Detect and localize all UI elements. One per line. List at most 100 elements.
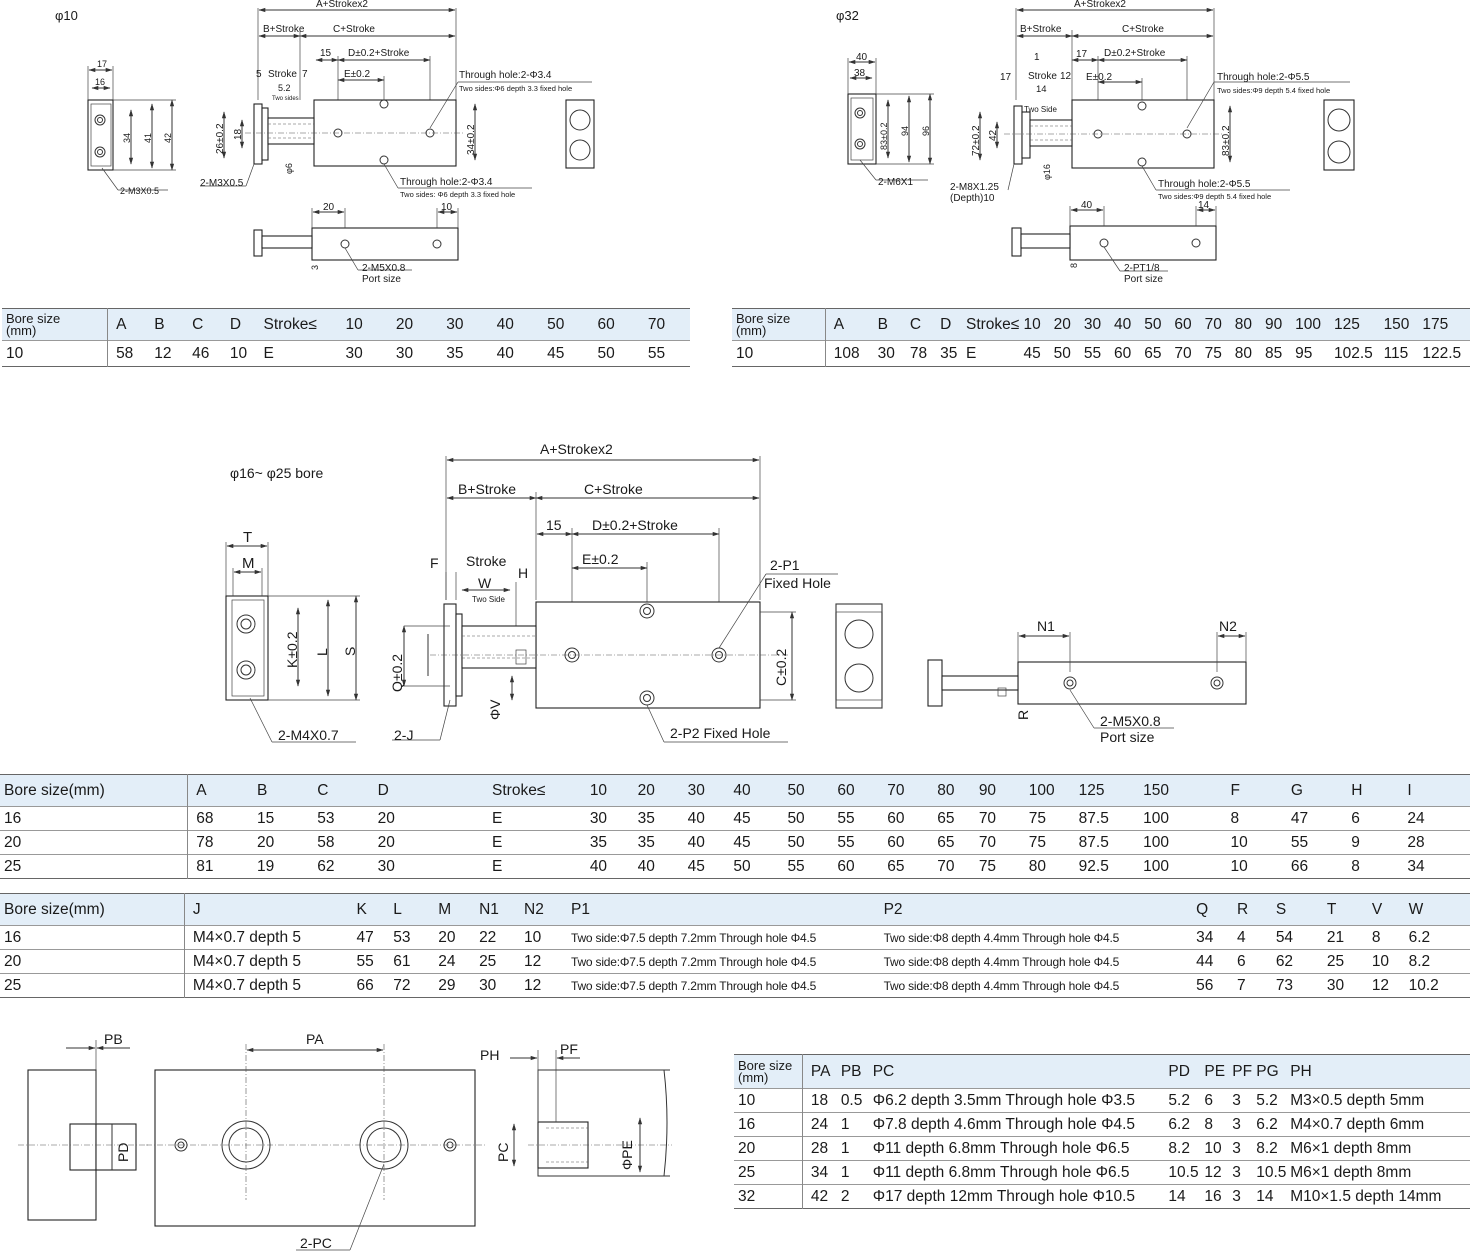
svg-text:Two sides:Φ6 depth 3.3 fixed h: Two sides:Φ6 depth 3.3 fixed hole [459,84,572,93]
table-cell: 35 [637,806,688,831]
table-cell: 9 [1351,830,1408,855]
svg-text:14: 14 [1198,200,1210,211]
table-cell: 8 [1230,806,1291,831]
svg-text:D±0.2+Stroke: D±0.2+Stroke [592,517,678,533]
table-cell: 87.5 [1078,830,1144,855]
table-cell: 108 [825,340,878,367]
table-cell: 70 [1174,340,1205,367]
table-cell: 55 [837,806,888,831]
table-cell: 8.2 [1408,949,1470,974]
table-cell: 100 [1028,774,1079,807]
svg-text:17: 17 [1000,72,1012,83]
table-cell: 30 [589,806,638,831]
table-cell: 28 [802,1136,841,1161]
table-cell: 25 [1326,949,1372,974]
svg-text:20: 20 [323,202,335,213]
table-cell: 50 [787,774,838,807]
table-cell: 1 [840,1136,873,1161]
table-cell: 175 [1422,308,1470,341]
table-cell: PG [1256,1054,1291,1089]
table-cell: 81 [187,854,257,879]
table-cell: 12 [1204,1160,1233,1185]
table-cell: 75 [1028,806,1079,831]
svg-text:Port size: Port size [362,274,401,285]
table-cell: 15 [256,806,318,831]
svg-text:8: 8 [1069,263,1079,268]
table-cell: M4×0.7 depth 5 [184,949,357,974]
drawing-bore-32: φ32 40 38 83±0.2 94 96 2-M6X1 A+Strokex2… [836,0,1355,285]
svg-text:94: 94 [900,126,910,136]
table-cell: 60 [887,830,938,855]
table-cell: 12 [154,340,193,367]
svg-text:Fixed Hole: Fixed Hole [764,575,831,591]
svg-text:B+Stroke: B+Stroke [1020,24,1062,35]
table-cell: 10 [345,308,396,341]
table-cell: 90 [1264,308,1296,341]
table-cell: PD [1168,1054,1205,1089]
svg-text:N2: N2 [1219,618,1237,634]
table-cell: M6×1 depth 8mm [1290,1136,1470,1161]
table-cell: 66 [1290,854,1352,879]
table-cell: 20 [438,925,480,950]
svg-text:Through hole:2-Φ3.4: Through hole:2-Φ3.4 [459,70,552,81]
table-cell: 1 [840,1112,873,1137]
svg-text:Q±0.2: Q±0.2 [389,654,405,692]
table-cell: N1 [479,893,524,926]
table-cell: D [940,308,966,341]
table-cell: 3 [1232,1088,1257,1113]
svg-text:Port size: Port size [1124,274,1163,285]
table-cell: 16 [1204,1184,1233,1209]
table-cell: 54 [1275,925,1327,950]
table-cell: 16 [0,806,189,831]
table-cell: 30 [395,340,447,367]
table-cell: 85 [1264,340,1296,367]
table-cell: 12 [524,949,571,974]
table-cell: Two side:Φ8 depth 4.4mm Through hole Φ4.… [883,973,1197,998]
table-cell: 70 [978,806,1029,831]
svg-text:E±0.2: E±0.2 [344,69,370,80]
table-cell: 2 [840,1184,873,1209]
table-cell: 30 [377,854,493,879]
table-cell: 24 [802,1112,841,1137]
table-cell: Q [1196,893,1237,926]
table-cell: M4×0.7 depth 6mm [1290,1112,1470,1137]
table-cell: 80 [937,774,979,807]
svg-text:34: 34 [122,133,132,143]
svg-text:41: 41 [143,133,153,143]
svg-text:(Depth)10: (Depth)10 [950,193,995,204]
table-cell: 65 [937,806,979,831]
table-cell: 10 [1230,854,1291,879]
svg-text:A+Strokex2: A+Strokex2 [540,441,613,457]
table-cell: 80 [1234,308,1265,341]
table-cell: 47 [356,925,394,950]
svg-text:L: L [314,648,330,656]
table-cell: B [877,308,910,341]
table-cell: 122.5 [1422,340,1470,367]
table-cell: 16 [734,1112,803,1137]
svg-text:72±0.2: 72±0.2 [971,125,982,156]
table-cell: 100 [1295,308,1334,341]
svg-text:5: 5 [256,69,262,80]
table-cell: L [393,893,439,926]
svg-text:Two sides:Φ9 depth 5.4 fixed h: Two sides:Φ9 depth 5.4 fixed hole [1217,86,1330,95]
table-cell: 8 [1351,854,1408,879]
svg-text:2-M8X1.25: 2-M8X1.25 [950,182,999,193]
table-cell: 20 [377,830,493,855]
table-cell: 50 [1144,308,1175,341]
svg-text:N1: N1 [1037,618,1055,634]
label-phi32: φ32 [836,8,859,23]
table-cell: 40 [733,774,788,807]
table-cell: 92.5 [1078,854,1144,879]
table-cell: 70 [937,854,979,879]
table-cell: 50 [597,340,648,367]
svg-text:PF: PF [560,1041,578,1057]
table-cell: 7 [1237,973,1276,998]
table-cell: 3 [1232,1160,1257,1185]
